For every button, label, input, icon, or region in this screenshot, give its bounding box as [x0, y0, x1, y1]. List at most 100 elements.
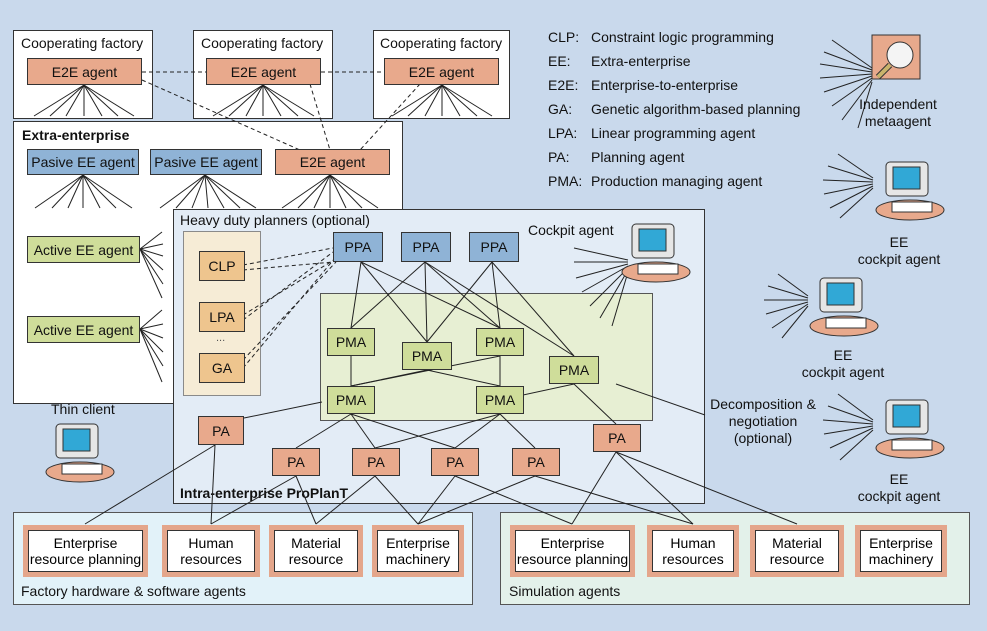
ppa-agent: PPA	[333, 232, 383, 262]
ee-cockpit-agent-label: EE cockpit agent	[851, 234, 947, 268]
decomposition-line: Decomposition &	[710, 396, 816, 412]
pa-agent: PA	[431, 448, 479, 476]
computer-icon	[875, 161, 945, 221]
legend-text: Enterprise-to-enterprise	[591, 77, 739, 93]
legend-abbr: LPA:	[548, 125, 578, 141]
legend-abbr: GA:	[548, 101, 573, 117]
pa-agent: PA	[272, 448, 320, 476]
legend-row: GA: Genetic algorithm-based planning	[548, 101, 800, 117]
intra-enterprise-title: Intra-enterprise ProPlanT	[180, 485, 349, 501]
decomposition-label: Decomposition & negotiation (optional)	[701, 396, 825, 447]
computer-icon	[809, 277, 879, 337]
passive-ee-agent: Pasive EE agent	[150, 149, 262, 175]
metaagent-line: metaagent	[864, 113, 932, 129]
legend-abbr: E2E:	[548, 77, 579, 93]
system-line: resource planning	[516, 551, 629, 567]
pma-agent: PMA	[402, 342, 452, 370]
legend-row: EE: Extra-enterprise	[548, 53, 691, 69]
passive-ee-agent: Pasive EE agent	[27, 149, 139, 175]
heavy-duty-title: Heavy duty planners (optional)	[180, 212, 370, 228]
system-line: Human	[670, 535, 716, 551]
clp-planner: CLP	[199, 251, 245, 281]
cooperating-factory-title: Cooperating factory	[380, 35, 503, 51]
computer-icon	[621, 223, 691, 283]
active-ee-agent: Active EE agent	[27, 236, 140, 263]
e2e-agent: E2E agent	[384, 58, 499, 85]
ppa-agent: PPA	[401, 232, 451, 262]
computer-icon	[45, 423, 115, 483]
pma-agent: PMA	[327, 386, 375, 414]
system-line: Enterprise	[540, 535, 605, 551]
ppa-agent: PPA	[469, 232, 519, 262]
decomposition-line: negotiation	[728, 413, 798, 429]
legend-abbr: EE:	[548, 53, 571, 69]
legend-text: Constraint logic programming	[591, 29, 774, 45]
metaagent-line: Independent	[859, 96, 937, 112]
factory-systems-title: Factory hardware & software agents	[21, 583, 246, 599]
ee-cockpit-agent-label: EE cockpit agent	[851, 471, 947, 505]
ee-cockpit-line: EE	[833, 347, 853, 363]
system-line: Enterprise	[386, 535, 450, 551]
system-line: machinery	[868, 551, 934, 567]
system-line: Enterprise	[53, 535, 118, 551]
lightbulb-icon	[871, 34, 921, 80]
decomposition-line: (optional)	[733, 430, 793, 446]
extra-enterprise-title: Extra-enterprise	[22, 127, 130, 143]
legend-text: Linear programming agent	[591, 125, 756, 141]
planner-ellipsis: ...	[216, 332, 226, 344]
system-line: resources	[662, 551, 724, 567]
system-line: machinery	[385, 551, 451, 567]
legend-row: PA:Planning agent	[548, 149, 684, 165]
system-line: resource	[769, 551, 825, 567]
legend-row: CLP: Constraint logic programming	[548, 29, 774, 45]
active-ee-agent: Active EE agent	[27, 316, 140, 343]
system-line: Enterprise	[869, 535, 933, 551]
legend-text: Production managing agent	[591, 173, 763, 189]
pa-agent: PA	[352, 448, 400, 476]
pma-agent: PMA	[476, 386, 524, 414]
simulation-title: Simulation agents	[509, 583, 621, 599]
e2e-agent: E2E agent	[206, 58, 321, 85]
system-line: Human	[188, 535, 234, 551]
ee-cockpit-line: EE	[889, 471, 909, 487]
pa-agent: PA	[512, 448, 560, 476]
pma-agent: PMA	[476, 328, 524, 356]
system-line: Material	[291, 535, 341, 551]
system-line: Material	[772, 535, 822, 551]
legend-text: Planning agent	[591, 149, 685, 165]
cockpit-agent-label: Cockpit agent	[528, 222, 614, 238]
pma-agent: PMA	[549, 356, 599, 384]
e2e-agent: E2E agent	[27, 58, 142, 85]
system-line: resources	[180, 551, 242, 567]
cooperating-factory-title: Cooperating factory	[21, 35, 144, 51]
system-line: resource	[288, 551, 344, 567]
pma-agent: PMA	[327, 328, 375, 356]
thin-client-label: Thin client	[51, 401, 115, 417]
ga-planner: GA	[199, 353, 245, 383]
legend-text: Extra-enterprise	[591, 53, 691, 69]
legend-text: Genetic algorithm-based planning	[591, 101, 801, 117]
pa-agent: PA	[593, 424, 641, 452]
extra-e2e-agent: E2E agent	[275, 149, 390, 175]
ee-cockpit-line: cockpit agent	[857, 251, 941, 267]
lpa-planner: LPA	[199, 302, 245, 332]
ee-cockpit-agent-label: EE cockpit agent	[795, 347, 891, 381]
system-line: resource planning	[29, 551, 142, 567]
ee-cockpit-line: cockpit agent	[857, 488, 941, 504]
ee-cockpit-line: EE	[889, 234, 909, 250]
legend-row: PMA: Production managing agent	[548, 173, 762, 189]
legend-row: E2E: Enterprise-to-enterprise	[548, 77, 738, 93]
legend-abbr: PMA:	[548, 173, 583, 189]
ee-cockpit-line: cockpit agent	[801, 364, 885, 380]
cooperating-factory-title: Cooperating factory	[201, 35, 324, 51]
legend-abbr: CLP:	[548, 29, 580, 45]
